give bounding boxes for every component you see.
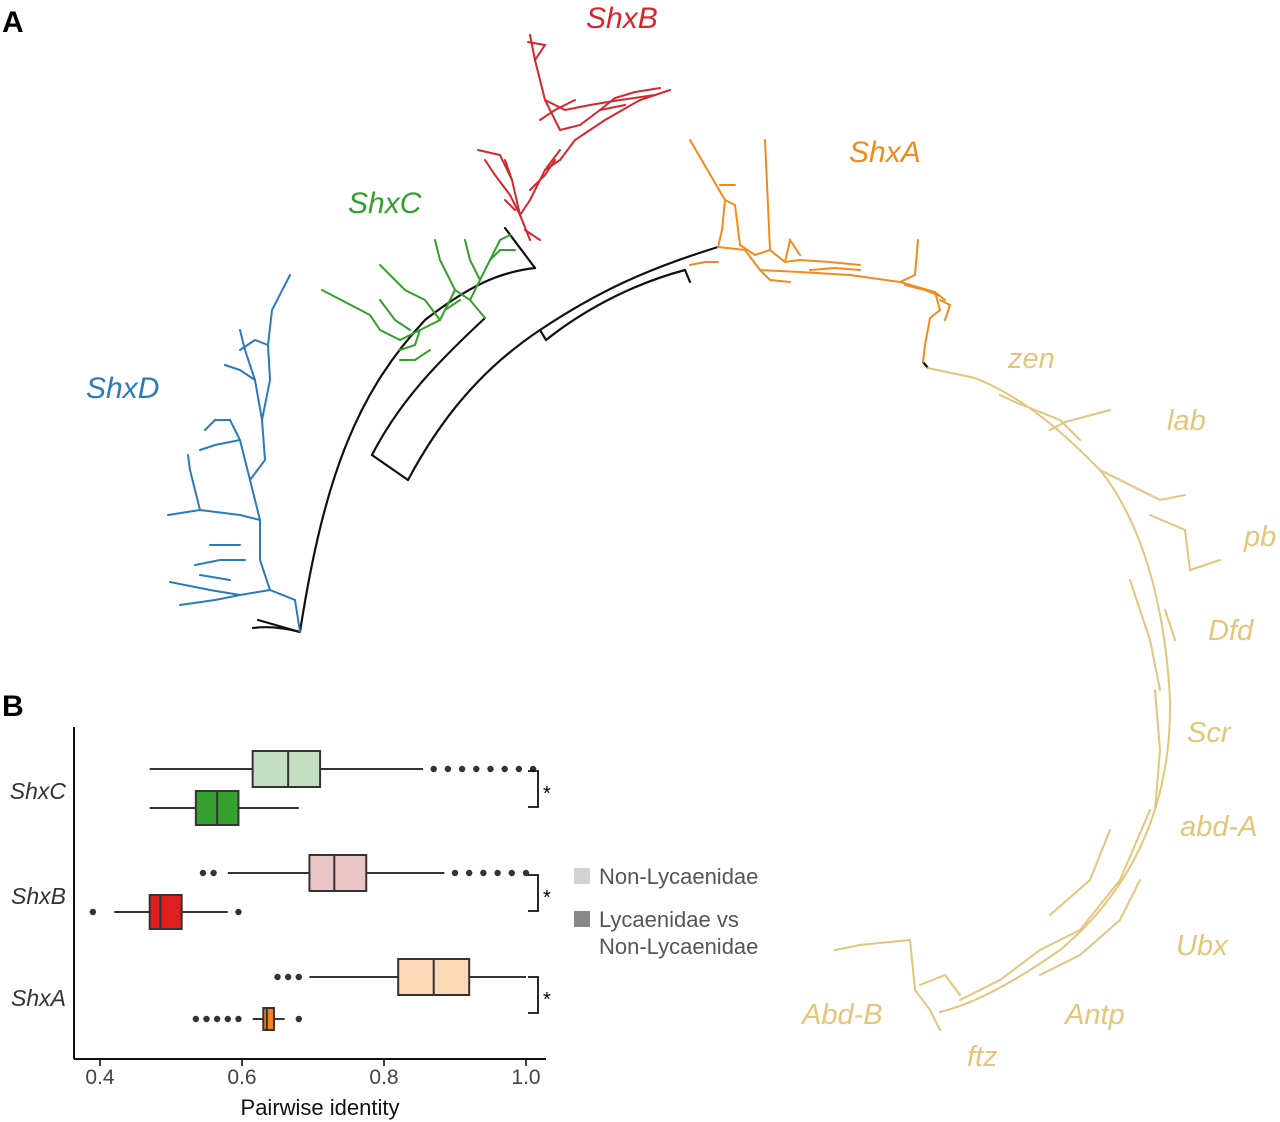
legend-label-line: Non-Lycaenidae <box>599 934 758 959</box>
bracket-shxb <box>528 874 539 912</box>
outlier-point <box>473 765 480 773</box>
significance-star-shxc: * <box>543 783 551 805</box>
legend-swatch-lycaenidae <box>574 911 590 927</box>
clade-shxb <box>477 34 671 241</box>
box-shxc-lyc <box>149 790 299 826</box>
outlier-point <box>458 765 466 773</box>
clade-label-shxd: ShxD <box>86 372 159 405</box>
box-shxa-non <box>274 958 526 996</box>
outlier-point <box>430 765 437 773</box>
outlier-point <box>192 1015 200 1023</box>
x-tick-label: 1.0 <box>511 1066 540 1089</box>
x-axis-title: Pairwise identity <box>241 1095 400 1120</box>
box-shxb-lyc <box>89 894 242 930</box>
outlier-point <box>89 908 97 916</box>
y-axis-ticks: ShxC ShxB ShxA <box>10 778 67 1011</box>
boxplot-axes <box>73 727 546 1060</box>
hox-label-pb: pb <box>1243 521 1276 553</box>
box-iqr <box>262 1007 275 1031</box>
outlier-point <box>284 973 292 981</box>
outlier-point <box>224 1015 231 1023</box>
outlier-point <box>515 765 523 773</box>
box-shxb-non <box>199 854 530 892</box>
legend-label-non-lycaenidae: Non-Lycaenidae <box>599 864 758 889</box>
hox-label-zen: zen <box>1007 343 1055 375</box>
box-shxa-lyc <box>192 1007 302 1031</box>
panel-label-a: A <box>2 6 24 39</box>
outlier-point <box>203 1015 210 1023</box>
outlier-point <box>494 869 501 877</box>
phylogenetic-tree <box>167 34 1221 1031</box>
x-axis-ticks: 0.4 0.6 0.8 1.0 <box>85 1059 541 1089</box>
hox-label-abd-b: Abd-B <box>800 999 883 1031</box>
significance-star-shxb: * <box>543 887 551 909</box>
outlier-point <box>295 1015 302 1023</box>
y-tick-label-shxa: ShxA <box>11 985 66 1011</box>
hox-label-ubx: Ubx <box>1176 930 1229 962</box>
legend-label-line: Lycaenidae vs <box>599 907 739 932</box>
x-tick-label: 0.6 <box>227 1066 256 1089</box>
clade-label-shxc: ShxC <box>348 187 422 220</box>
box-shxc-non <box>149 750 537 788</box>
hox-label-abd-a: abd-A <box>1180 811 1257 843</box>
outlier-point <box>210 869 217 877</box>
box-iqr <box>148 894 183 930</box>
outlier-point <box>444 765 452 773</box>
hox-label-dfd: Dfd <box>1208 615 1254 647</box>
outlier-point <box>235 908 242 916</box>
clade-label-shxa: ShxA <box>849 136 921 169</box>
hox-label-antp: Antp <box>1063 999 1125 1031</box>
clade-label-shxb: ShxB <box>586 2 658 35</box>
y-tick-label-shxc: ShxC <box>10 778 67 804</box>
legend-swatch-non-lycaenidae <box>574 868 590 884</box>
outlier-point <box>487 765 494 773</box>
significance-star-shxa: * <box>543 989 551 1011</box>
y-tick-label-shxb: ShxB <box>11 883 66 909</box>
outlier-point <box>199 869 207 877</box>
bracket-shxc <box>528 770 539 808</box>
x-tick-label: 0.8 <box>369 1066 398 1089</box>
hox-label-ftz: ftz <box>967 1041 998 1073</box>
outlier-point <box>295 973 302 981</box>
significance-brackets <box>528 770 539 1014</box>
panel-label-b: B <box>2 690 24 723</box>
clade-shxd <box>167 274 301 633</box>
box-iqr <box>251 750 322 788</box>
clade-shxc <box>321 234 516 361</box>
outlier-point <box>480 869 487 877</box>
outlier-point <box>274 973 281 981</box>
boxplot-series <box>89 750 537 1031</box>
tree-backbone <box>251 226 930 634</box>
outlier-point <box>522 869 530 877</box>
clade-hox <box>834 367 1221 1031</box>
bracket-shxa <box>528 976 539 1014</box>
outlier-point <box>501 765 508 773</box>
outlier-point <box>235 1015 242 1023</box>
outlier-point <box>213 1015 221 1023</box>
hox-label-lab: lab <box>1167 405 1206 437</box>
x-tick-label: 0.4 <box>85 1066 115 1089</box>
hox-label-scr: Scr <box>1187 717 1232 749</box>
clade-shxa <box>689 139 952 363</box>
box-iqr <box>308 854 368 892</box>
outlier-point <box>466 869 473 877</box>
outlier-point <box>451 869 459 877</box>
outlier-point <box>508 869 515 877</box>
